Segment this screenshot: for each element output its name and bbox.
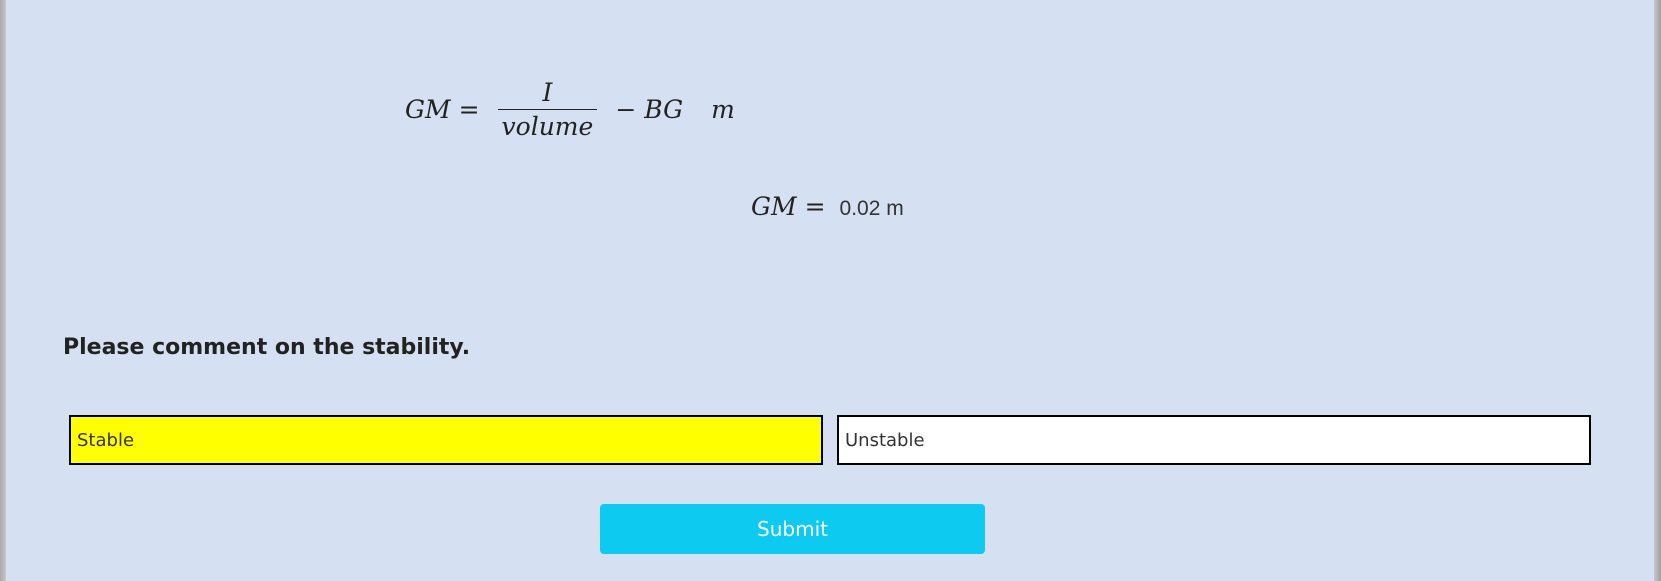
formula-unit: m — [711, 95, 735, 124]
window-left-edge — [0, 0, 6, 581]
gm-formula: GM = I volume − BG m — [405, 78, 735, 141]
window-right-edge — [1654, 0, 1661, 581]
formula-denominator: volume — [497, 109, 598, 141]
result-equals: = — [804, 192, 826, 221]
question-text: Please comment on the stability. — [63, 335, 471, 360]
option-stable[interactable]: Stable — [69, 415, 823, 465]
gm-result: GM = 0.02 m — [751, 192, 904, 221]
formula-term: BG — [644, 95, 684, 124]
formula-lhs: GM — [405, 95, 451, 124]
formula-minus: − — [615, 95, 637, 124]
formula-numerator: I — [542, 78, 553, 107]
formula-fraction: I volume — [497, 78, 598, 141]
option-unstable[interactable]: Unstable — [837, 415, 1591, 465]
result-lhs: GM — [751, 192, 797, 221]
result-value: 0.02 m — [839, 197, 904, 220]
submit-button[interactable]: Submit — [600, 504, 985, 554]
formula-equals: = — [458, 95, 480, 124]
